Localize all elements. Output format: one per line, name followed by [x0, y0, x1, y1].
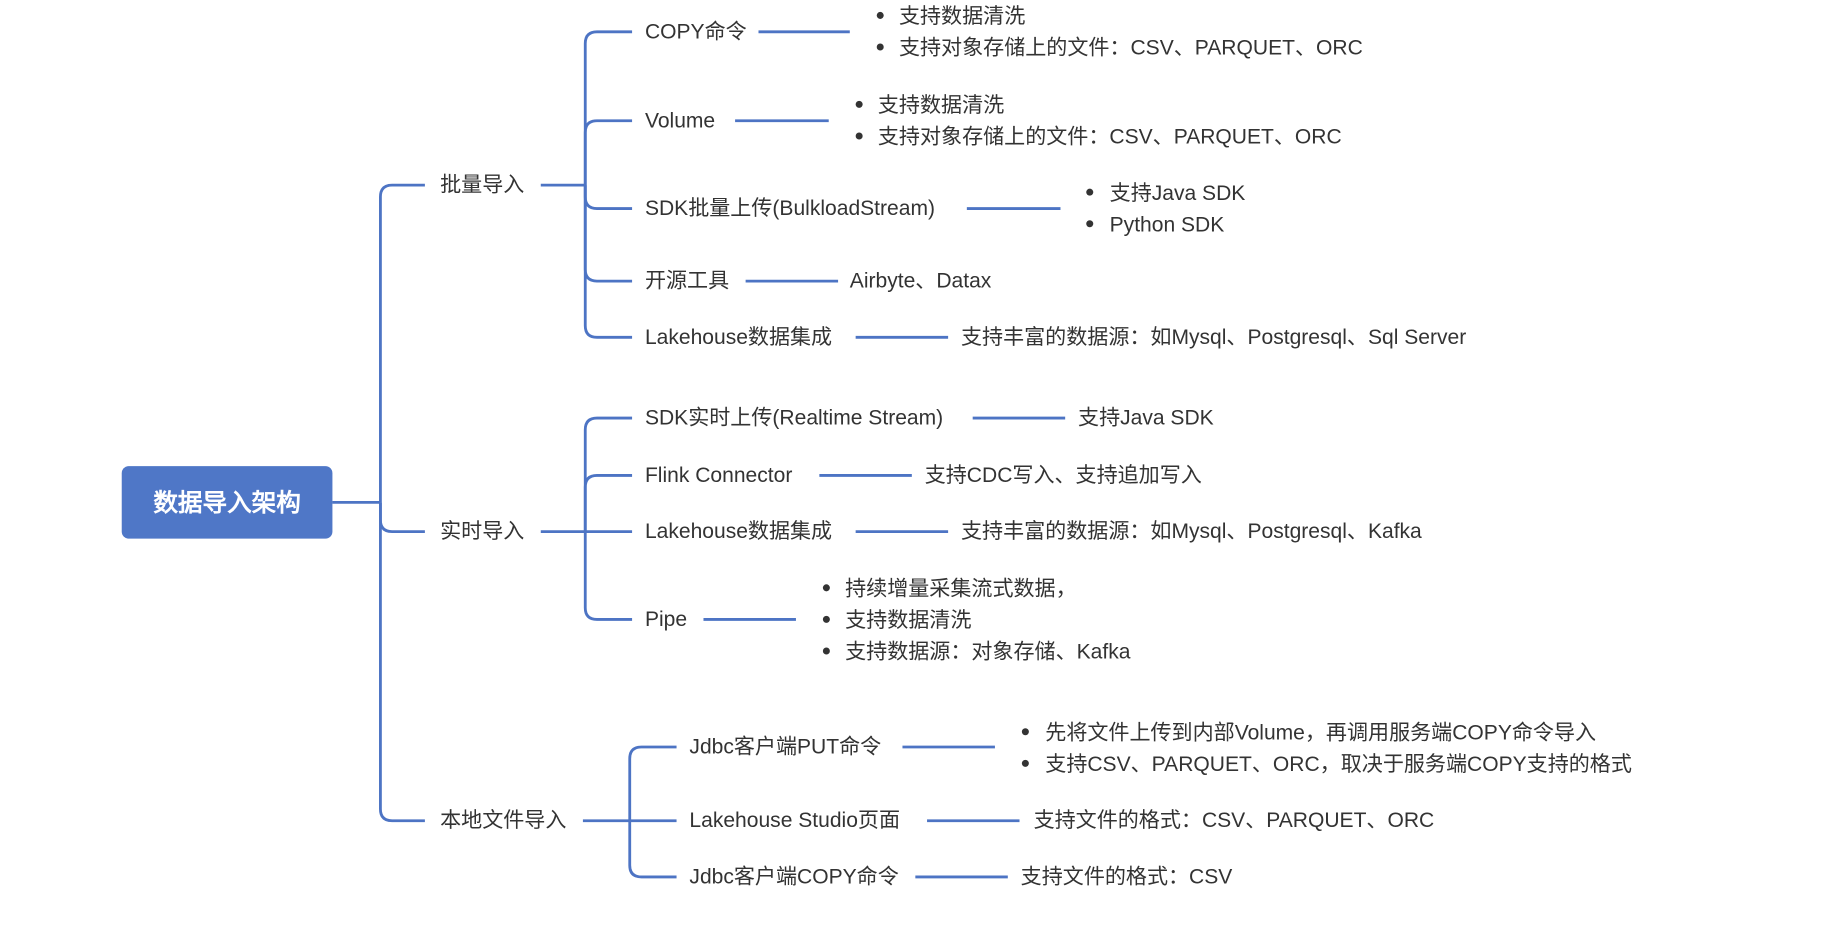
child-label[interactable]: SDK批量上传(BulkloadStream)	[645, 196, 935, 220]
child-connector	[583, 119, 633, 186]
child-label[interactable]: Flink Connector	[645, 464, 792, 487]
child-connector	[583, 185, 633, 210]
leaf-note-text: 支持Java SDK	[1078, 406, 1214, 430]
child-label[interactable]: Jdbc客户端COPY命令	[689, 864, 898, 888]
mindmap-nodes: 批量导入COPY命令支持数据清洗支持对象存储上的文件：CSV、PARQUET、O…	[440, 4, 1632, 888]
leaf-bullet-text: 支持数据清洗	[899, 4, 1025, 28]
leaf-bullet-text: 先将文件上传到内部Volume，再调用服务端COPY命令导入	[1045, 720, 1596, 744]
leaf-bullet-text: 支持对象存储上的文件：CSV、PARQUET、ORC	[899, 36, 1363, 60]
connector-lines	[332, 30, 1066, 879]
trunk-connector	[379, 183, 425, 503]
leaf-bullet-text: 支持数据源：对象存储、Kafka	[845, 640, 1131, 664]
child-connector	[583, 185, 633, 283]
bullet-icon	[855, 100, 863, 108]
leaf-note-text: 支持CDC写入、支持追加写入	[925, 463, 1202, 487]
child-label[interactable]: Jdbc客户端PUT命令	[689, 734, 881, 758]
bullet-icon	[1086, 188, 1094, 196]
leaf-note-text: 支持丰富的数据源：如Mysql、Postgresql、Kafka	[961, 519, 1422, 543]
bullet-icon	[822, 584, 830, 592]
child-connector	[583, 416, 633, 532]
child-label[interactable]: Lakehouse数据集成	[645, 519, 832, 543]
root-node[interactable]: 数据导入架构	[121, 466, 333, 539]
root-node-box[interactable]	[121, 466, 333, 539]
bullet-icon	[855, 132, 863, 140]
bullet-icon	[1021, 728, 1029, 736]
leaf-bullet-text: Python SDK	[1110, 213, 1225, 236]
child-label[interactable]: COPY命令	[645, 19, 747, 43]
root-node-label: 数据导入架构	[153, 489, 300, 517]
child-connector	[628, 745, 677, 821]
leaf-note-text: 支持文件的格式：CSV	[1021, 864, 1233, 888]
leaf-note-text: 支持丰富的数据源：如Mysql、Postgresql、Sql Server	[961, 325, 1466, 349]
bullet-icon	[1086, 220, 1094, 228]
branch-label[interactable]: 本地文件导入	[440, 808, 566, 832]
branch-label[interactable]: 批量导入	[440, 173, 524, 197]
leaf-note-text: Airbyte、Datax	[850, 270, 992, 293]
leaf-bullet-text: 持续增量采集流式数据，	[845, 576, 1077, 600]
leaf-bullet-text: 支持CSV、PARQUET、ORC，取决于服务端COPY支持的格式	[1045, 752, 1632, 776]
child-connector	[583, 531, 633, 621]
leaf-bullet-text: 支持数据清洗	[878, 93, 1004, 117]
bullet-icon	[1021, 759, 1029, 767]
bullet-icon	[822, 647, 830, 655]
child-label[interactable]: Pipe	[645, 608, 687, 631]
leaf-note-text: 支持文件的格式：CSV、PARQUET、ORC	[1034, 808, 1435, 832]
child-label[interactable]: Lakehouse数据集成	[645, 325, 832, 349]
child-connector	[628, 820, 677, 879]
child-connector	[583, 185, 633, 339]
child-label[interactable]: Volume	[645, 109, 715, 132]
bullet-icon	[822, 615, 830, 623]
branch-label[interactable]: 实时导入	[440, 519, 524, 543]
trunk-connector	[379, 502, 425, 534]
bullet-icon	[876, 11, 884, 19]
leaf-bullet-text: 支持数据清洗	[845, 608, 971, 632]
leaf-bullet-text: 支持对象存储上的文件：CSV、PARQUET、ORC	[878, 125, 1342, 149]
leaf-bullet-text: 支持Java SDK	[1110, 181, 1246, 205]
child-label[interactable]: Lakehouse Studio页面	[689, 809, 900, 832]
child-label[interactable]: 开源工具	[645, 269, 729, 293]
child-connector	[583, 474, 633, 532]
child-connector	[583, 30, 633, 186]
bullet-icon	[876, 43, 884, 51]
child-label[interactable]: SDK实时上传(Realtime Stream)	[645, 406, 943, 430]
trunk-connector	[379, 502, 425, 823]
